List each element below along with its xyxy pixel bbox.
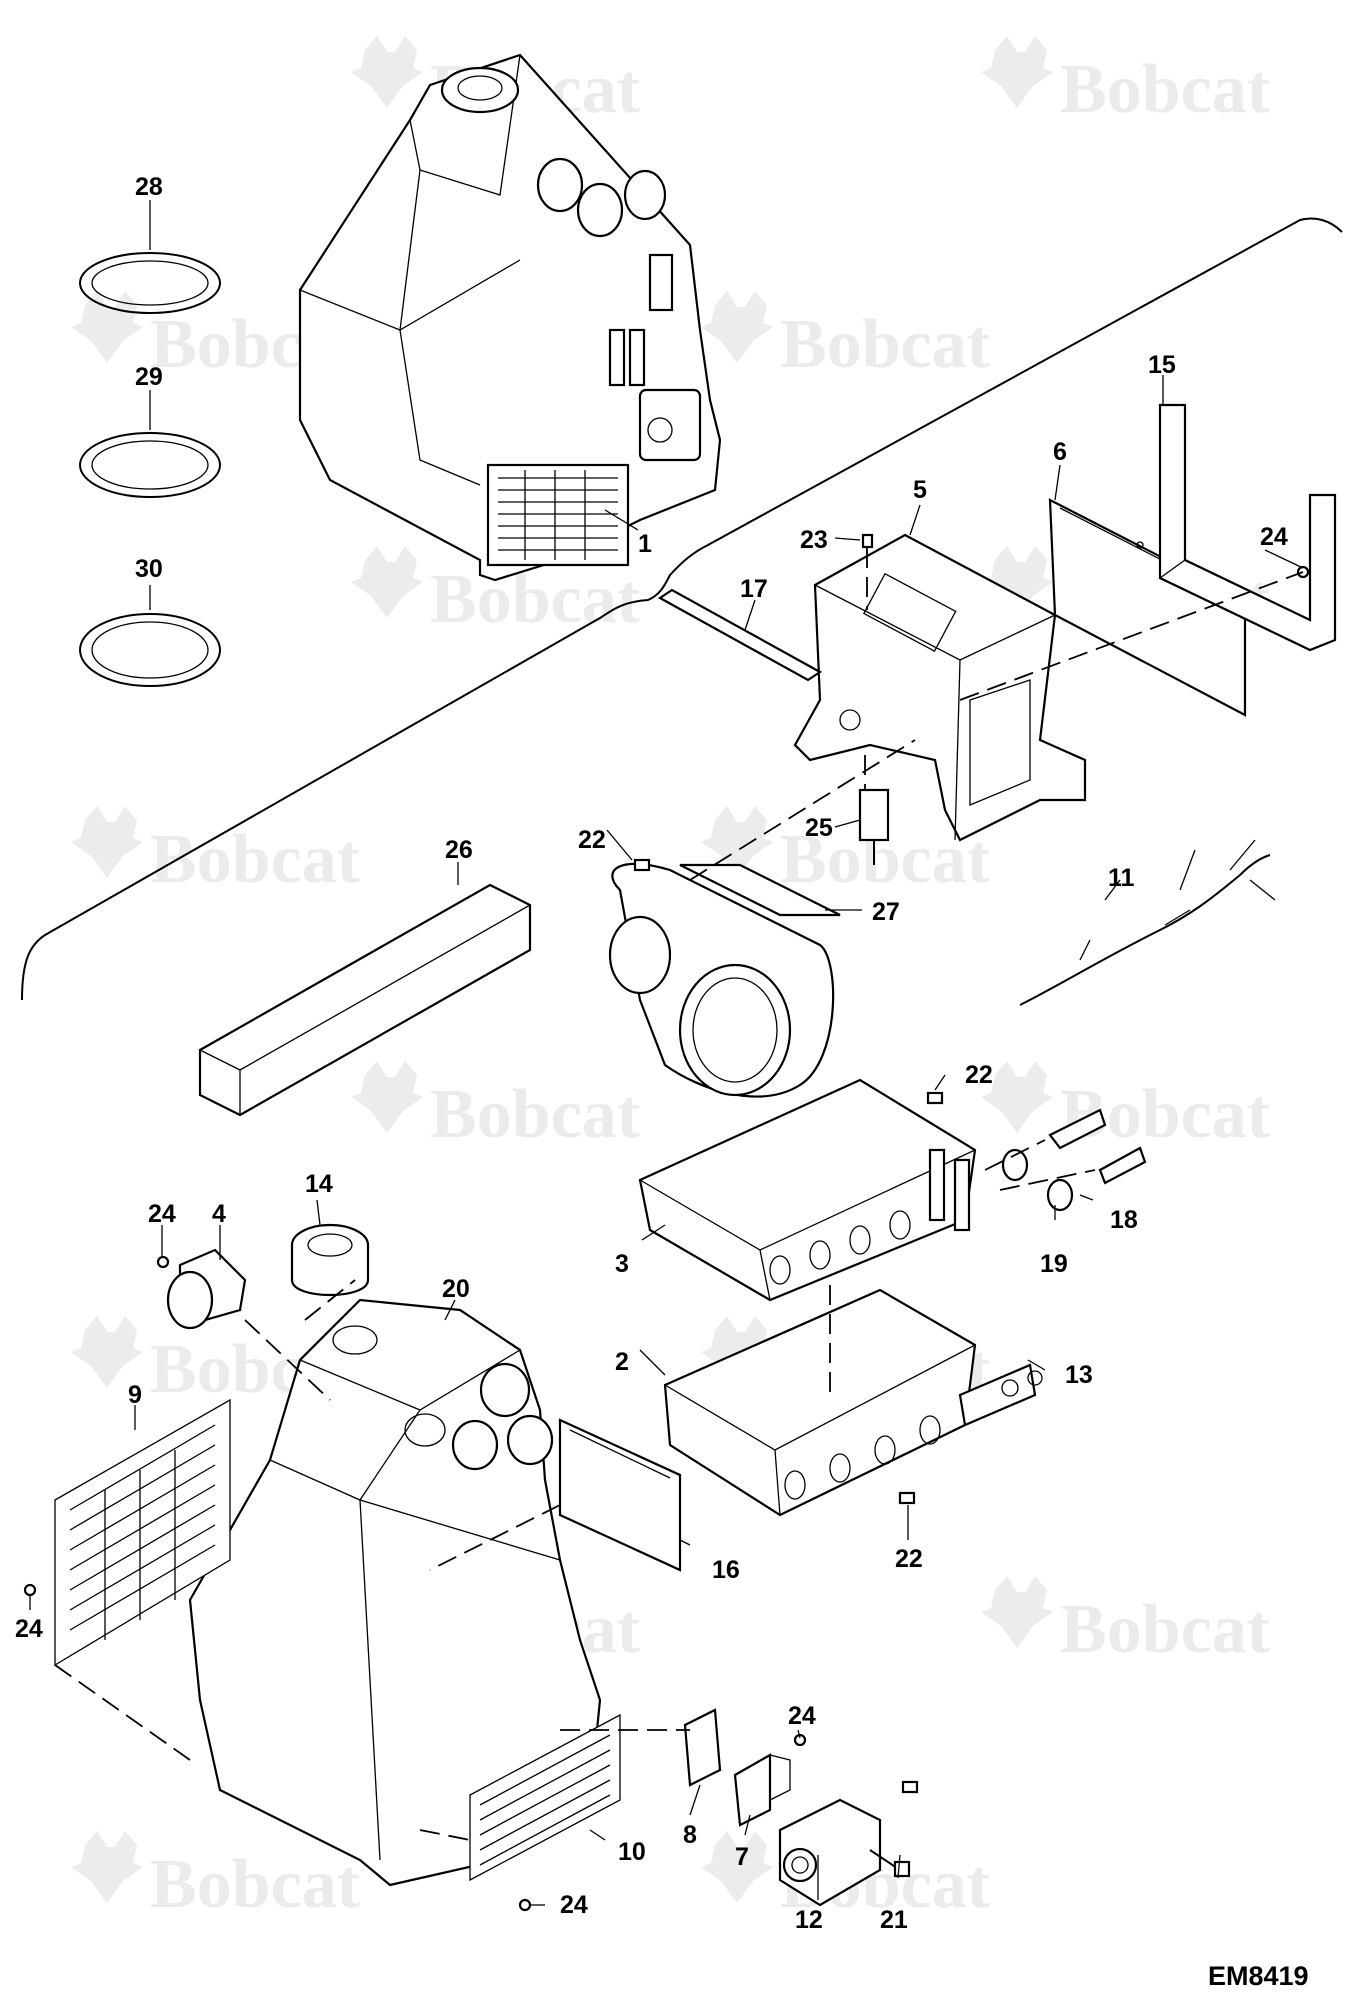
callout-14: 14	[305, 1170, 333, 1198]
callout-24c: 24	[15, 1615, 43, 1643]
part-24-screw-b	[156, 1255, 170, 1269]
part-2-evaporator	[663, 1288, 1043, 1517]
callout-2: 2	[615, 1348, 629, 1376]
part-22-clip-d	[901, 1780, 919, 1794]
callout-24d: 24	[788, 1702, 816, 1730]
watermark-14: Bobcat	[981, 1576, 1270, 1668]
callout-4: 4	[212, 1200, 226, 1228]
part-7-bracket	[733, 1753, 791, 1827]
part-3-heater-core	[638, 1078, 977, 1302]
callout-6: 6	[1053, 438, 1067, 466]
part-9-slats	[69, 1424, 216, 1640]
part-22-clip-c	[898, 1491, 916, 1505]
part-23-screw	[861, 533, 874, 610]
callout-11: 11	[1108, 864, 1135, 892]
callout-labels: 1 2 3 4 5 6 7 8 9 10 11 12 13 14 15 16 1…	[15, 173, 1288, 1934]
part-1-heater-assembly	[298, 53, 722, 582]
leader-lines	[29, 200, 1304, 1906]
callout-3: 3	[615, 1250, 629, 1278]
watermark-5: Bobcat	[351, 546, 640, 638]
callout-1: 1	[638, 530, 652, 558]
assembly-divider-line	[21, 217, 1343, 1001]
callout-13: 13	[1065, 1361, 1093, 1389]
callout-26: 26	[445, 836, 473, 864]
callout-28: 28	[135, 173, 163, 201]
part-11-wire-harness	[1019, 839, 1276, 1006]
callout-24a: 24	[1260, 523, 1288, 551]
part-25-switch	[858, 788, 890, 865]
svg-text:Bobcat: Bobcat	[1060, 1591, 1270, 1668]
part-24-screw-c	[23, 1583, 37, 1597]
part-8-plate	[683, 1708, 722, 1787]
part-22-clip-b	[926, 1091, 944, 1105]
callout-24e: 24	[560, 1891, 588, 1919]
callout-17: 17	[740, 575, 768, 603]
callout-10: 10	[618, 1838, 646, 1866]
svg-text:Bobcat: Bobcat	[430, 1076, 640, 1153]
part-22-clip-a	[633, 858, 651, 872]
callout-16: 16	[712, 1556, 740, 1584]
part-4-duct-adapter	[166, 1248, 247, 1330]
part-30-seal-roll	[79, 613, 221, 687]
watermark-7: Bobcat	[71, 806, 360, 898]
callout-22a: 22	[578, 826, 606, 854]
callout-18: 18	[1110, 1206, 1138, 1234]
part-12-valve	[778, 1798, 882, 1907]
diagram-code: EM8419	[1208, 1961, 1309, 1991]
part-29-seal-roll	[79, 432, 221, 498]
watermark-15: Bobcat	[71, 1831, 360, 1923]
svg-text:Bobcat: Bobcat	[150, 821, 360, 898]
callout-23: 23	[800, 526, 828, 554]
callout-20: 20	[442, 1275, 470, 1303]
callout-29: 29	[135, 363, 163, 391]
svg-text:Bobcat: Bobcat	[150, 1846, 360, 1923]
callout-22b: 22	[965, 1061, 993, 1089]
part-9-grille	[54, 1398, 231, 1667]
part-24-screw-e	[518, 1898, 532, 1912]
callout-19: 19	[1040, 1250, 1068, 1278]
svg-text:Bobcat: Bobcat	[1060, 51, 1270, 128]
callout-15: 15	[1148, 351, 1176, 379]
watermark-4: Bobcat	[701, 291, 990, 383]
part-18-19-fittings	[984, 1108, 1147, 1212]
callout-21: 21	[880, 1906, 908, 1934]
callout-8: 8	[683, 1821, 697, 1849]
callout-24b: 24	[148, 1200, 176, 1228]
part-27-blower	[608, 862, 841, 1098]
watermark-9: Bobcat	[351, 1061, 640, 1153]
part-28-seal-roll	[79, 252, 221, 314]
part-5-bracket	[793, 533, 1087, 842]
part-15-foam-seal	[1158, 403, 1337, 652]
watermark-10: Bobcat	[981, 1061, 1270, 1153]
part-24-screw-d	[793, 1733, 807, 1747]
svg-text:Bobcat: Bobcat	[430, 561, 640, 638]
part-20-housing	[188, 1298, 602, 1887]
part-17-foam-strip	[657, 588, 823, 682]
part-14-duct-ring	[290, 1223, 370, 1296]
assembly-dashed-lines	[54, 571, 1304, 1841]
part-1-grille-slats	[498, 470, 618, 560]
part-3-tubes	[769, 1148, 971, 1285]
callout-7: 7	[735, 1843, 749, 1871]
callout-5: 5	[913, 476, 927, 504]
part-10-grille	[469, 1713, 621, 1882]
watermark-2: Bobcat	[981, 36, 1270, 128]
part-16-filter	[558, 1418, 682, 1572]
callout-27: 27	[872, 898, 900, 926]
callout-9: 9	[128, 1381, 142, 1409]
callout-25: 25	[805, 814, 833, 842]
svg-text:Bobcat: Bobcat	[780, 306, 990, 383]
part-6-panel	[1048, 498, 1247, 717]
callout-22c: 22	[895, 1545, 923, 1573]
part-26-foam-block	[198, 883, 532, 1117]
callout-30: 30	[135, 555, 163, 583]
part-2-tubes	[784, 1363, 1037, 1500]
callout-12: 12	[795, 1906, 823, 1934]
